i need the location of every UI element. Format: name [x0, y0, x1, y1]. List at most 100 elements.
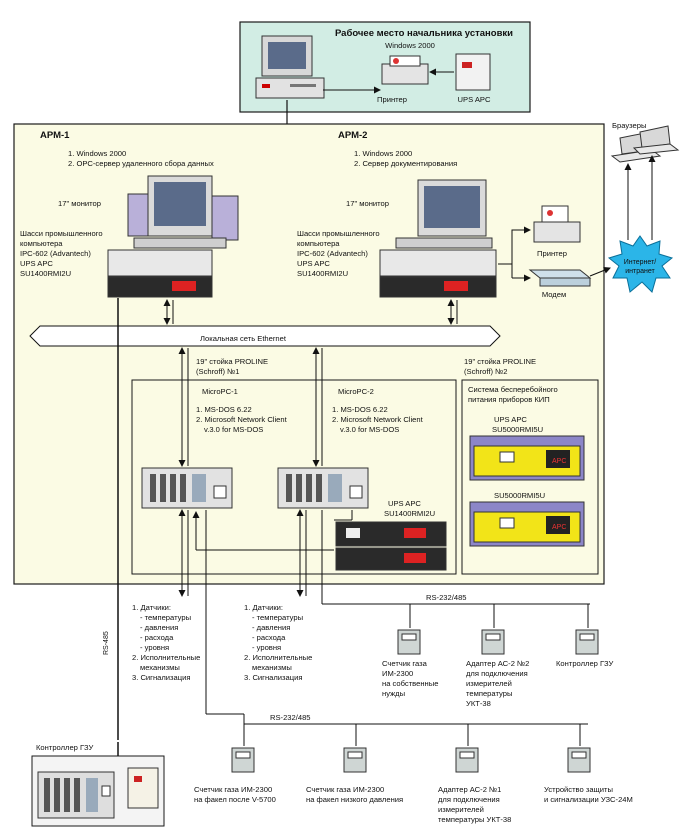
sensors-a-2: - температуры [140, 613, 191, 622]
gas-meter-flare-v5700-icon [231, 747, 255, 773]
ups-brand-2: APC [552, 524, 566, 531]
micropc2-item-3: v.3.0 for MS-DOS [340, 425, 399, 434]
arm2-chassis-2: компьютера [297, 239, 340, 248]
workstation-title: Рабочее место начальника установки [335, 28, 513, 39]
ups-5000-unit-2 [469, 501, 585, 547]
lan-drop-arm2 [447, 299, 458, 325]
sensors-a-5: - уровня [140, 643, 169, 652]
device-bottom-2-1: Счетчик газа ИМ-2300 [306, 785, 384, 794]
arm2-item-1: 1. Windows 2000 [354, 149, 412, 158]
arm2-item-2: 2. Сервер документирования [354, 159, 457, 168]
rack2-line-1: 19" стойка PROLINE [464, 357, 536, 366]
rack1-line-1: 19" стойка PROLINE [196, 357, 268, 366]
device-bottom-4-1: Устройство защиты [544, 785, 613, 794]
sensors-a-8: 3. Сигнализация [132, 673, 190, 682]
device-top-2-5: УКТ-38 [466, 699, 491, 708]
ups-system-title-2: питания приборов КИП [468, 395, 550, 404]
device-bottom-1-1: Счетчик газа ИМ-2300 [194, 785, 272, 794]
arm2-modem-label: Модем [542, 290, 566, 299]
micropc1-chassis [141, 467, 233, 509]
ups-system-ups2: SU5000RMI5U [494, 491, 545, 500]
rack2-box [461, 379, 599, 575]
sensors-b-3: - давления [252, 623, 290, 632]
rs232-label-upper: RS-232/485 [426, 593, 467, 602]
arm1-item-1: 1. Windows 2000 [68, 149, 126, 158]
arm2-printer-label: Принтер [537, 249, 567, 258]
arm1-chassis-4: UPS APC [20, 259, 53, 268]
workstation-ups-label: UPS APC [458, 95, 491, 104]
ups-micro-line-1: UPS APC [388, 499, 421, 508]
device-top-1-1: Счетчик газа [382, 659, 428, 668]
sensors-a-6: 2. Исполнительные [132, 653, 200, 662]
adapter-ac2-1-icon [455, 747, 479, 773]
workstation-os: Windows 2000 [385, 41, 435, 50]
arm2-computer [379, 179, 497, 298]
device-top-1-2: ИМ-2300 [382, 669, 413, 678]
gas-meter-low-pressure-icon [343, 747, 367, 773]
rack1-box [131, 379, 457, 575]
device-bottom-3-3: измерителей [438, 805, 484, 814]
sensors-a-3: - давления [140, 623, 178, 632]
arm2-printer-icon [533, 205, 581, 243]
arm1-title: АРМ-1 [40, 130, 70, 141]
arm1-item-2: 2. OPC-сервер удаленного сбора данных [68, 159, 214, 168]
micropc1-title: MicroPC-1 [202, 387, 238, 396]
micropc1-item-1: 1. MS-DOS 6.22 [196, 405, 252, 414]
arm1-chassis-5: SU1400RMI2U [20, 269, 71, 278]
arm2-chassis-4: UPS APC [297, 259, 330, 268]
sensors-b-7: механизмы [252, 663, 292, 672]
ups-micro-icon [335, 521, 447, 571]
sensors-b-5: - уровня [252, 643, 281, 652]
ups-brand-1: APC [552, 458, 566, 465]
lan-drop-arm1 [163, 299, 174, 325]
ups-system-ups1-2: SU5000RMI5U [492, 425, 543, 434]
device-top-2-3: измерителей [466, 679, 512, 688]
micropc1-item-2: 2. Microsoft Network Client [196, 415, 288, 424]
rack1-line-2: (Schroff) №1 [196, 367, 239, 376]
controller-gzu-chassis [37, 771, 115, 819]
micropc2-item-1: 1. MS-DOS 6.22 [332, 405, 388, 414]
arm2-title: АРМ-2 [338, 130, 367, 141]
lan-label: Локальная сеть Ethernet [200, 334, 287, 343]
micropc2-title: MicroPC-2 [338, 387, 374, 396]
arm2-modem-icon [528, 269, 592, 287]
gzu-controller-icon [575, 629, 599, 655]
protection-device-icon [567, 747, 591, 773]
sensors-b-6: 2. Исполнительные [244, 653, 312, 662]
rs485-label: RS-485 [103, 631, 110, 655]
arm1-chassis-1: Шасси промышленного [20, 229, 103, 238]
arm1-computer [107, 175, 239, 298]
rack2-line-2: (Schroff) №2 [464, 367, 507, 376]
workstation-computer [255, 35, 325, 99]
micropc1-item-3: v.3.0 for MS-DOS [204, 425, 263, 434]
adapter-ac2-2-icon [481, 629, 505, 655]
workstation-ups-icon [455, 53, 491, 91]
rs232-label-lower: RS-232/485 [270, 713, 311, 722]
arm2-chassis-3: IPC-602 (Advantech) [297, 249, 368, 258]
sensors-b-2: - температуры [252, 613, 303, 622]
browsers-label: Браузеры [612, 121, 646, 130]
micropc2-item-2: 2. Microsoft Network Client [332, 415, 424, 424]
device-bottom-2-2: на факел низкого давления [306, 795, 403, 804]
sensors-b-1: 1. Датчики: [244, 603, 283, 612]
ups-5000-unit-1 [469, 435, 585, 481]
device-top-2-4: температуры [466, 689, 512, 698]
device-bottom-1-2: на факел после V-5700 [194, 795, 276, 804]
workstation-printer-icon [381, 55, 429, 85]
arm1-monitor-label: 17" монитор [58, 199, 101, 208]
device-top-1-4: нужды [382, 689, 405, 698]
arm1-chassis-3: IPC-602 (Advantech) [20, 249, 91, 258]
controller-gzu-title: Контроллер ГЗУ [36, 743, 93, 752]
device-bottom-3-1: Адаптер АС-2 №1 [438, 785, 501, 794]
sensors-b-8: 3. Сигнализация [244, 673, 302, 682]
gas-meter-own-needs-icon [397, 629, 421, 655]
device-bottom-4-2: и сигнализации УЗС-24М [544, 795, 633, 804]
arm2-chassis-1: Шасси промышленного [297, 229, 380, 238]
arm2-chassis-5: SU1400RMI2U [297, 269, 348, 278]
internet-label-2: интранет [625, 268, 655, 275]
laptop-icon [632, 125, 680, 155]
ups-system-title-1: Система бесперебойного [468, 385, 558, 394]
arm1-chassis-2: компьютера [20, 239, 63, 248]
internet-cloud-icon [607, 235, 674, 293]
